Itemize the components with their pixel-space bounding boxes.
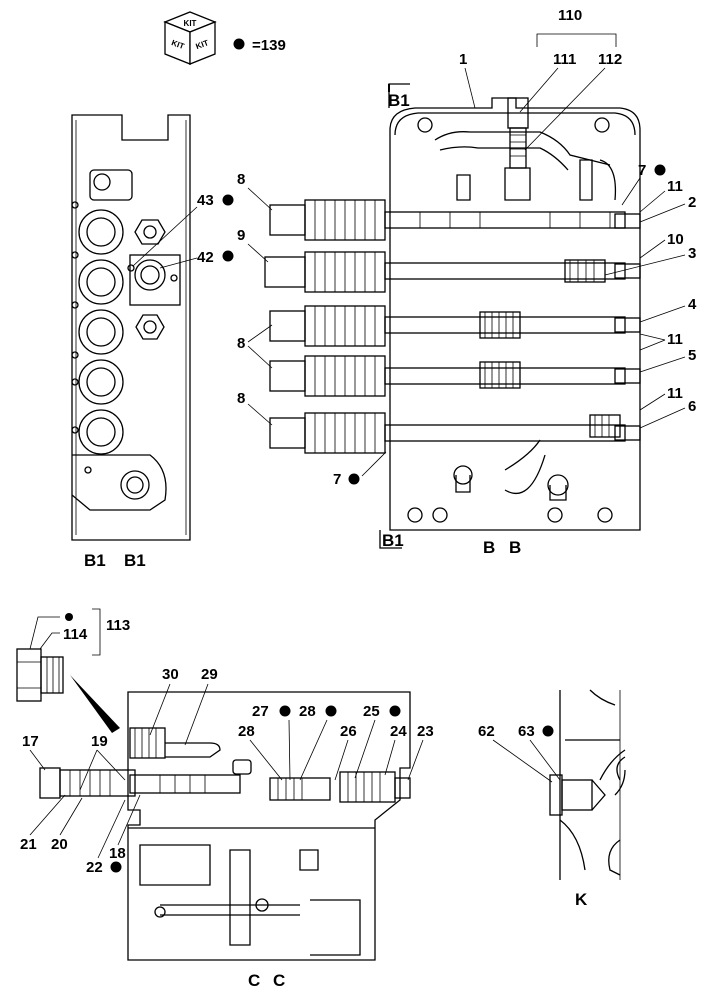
b-callout-1: 1 [459, 51, 467, 68]
b-callout-7-bottom-dot-icon [348, 473, 360, 485]
c-callout-19: 19 [91, 733, 108, 750]
b-callout-2: 2 [688, 194, 696, 211]
c-callout-113: 113 [106, 617, 130, 634]
c-callout-25-dot-icon [389, 705, 401, 717]
kit-dot-icon [233, 38, 245, 50]
b-spool-row-1 [269, 199, 641, 241]
b-callout-4: 4 [688, 296, 697, 313]
kit-icon: KIT KIT KIT [163, 11, 217, 65]
b-callout-3: 3 [688, 245, 696, 262]
b-callout-11-a: 11 [667, 178, 683, 195]
b-callout-11-b: 11 [667, 331, 683, 348]
view-b-label-left: B [483, 538, 495, 557]
view-c-drawing [39, 691, 411, 961]
view-c-label-left: C [248, 971, 260, 990]
c-callout-21: 21 [20, 836, 37, 853]
b-callout-111: 111 [553, 51, 576, 68]
c-callout-28-b: 28 [238, 723, 255, 740]
b1-callout-42-dot-icon [222, 250, 234, 262]
view-k-drawing [549, 689, 626, 880]
b-callout-7-top-dot-icon [654, 164, 666, 176]
c-callout-23: 23 [417, 723, 434, 740]
b1-callout-43: 43 [197, 192, 214, 209]
kit-icon-text-left: KIT [170, 38, 185, 51]
b-spool-row-4 [269, 355, 641, 397]
b-callout-11-c: 11 [667, 385, 683, 402]
kit-count-text: =139 [252, 37, 286, 54]
k-callout-63: 63 [518, 723, 535, 740]
view-k-label: K [575, 890, 588, 909]
b-spool-row-3 [269, 305, 641, 347]
c-callout-18: 18 [109, 845, 126, 862]
c-callout-25: 25 [363, 703, 380, 720]
view-b1-drawing [71, 114, 191, 541]
b1-callout-43-dot-icon [222, 194, 234, 206]
c-callout-20: 20 [51, 836, 68, 853]
b1-section-marker-bottom [379, 530, 402, 549]
b1-marker-bottom-label: B1 [382, 531, 404, 550]
b-callout-110: 110 [558, 7, 582, 24]
b-spool-row-2 [264, 251, 641, 293]
b-callout-10: 10 [667, 231, 684, 248]
b1-port-column [78, 209, 124, 455]
k-callout-62: 62 [478, 723, 495, 740]
c-callout-17: 17 [22, 733, 39, 750]
b-callout-8-a: 8 [237, 171, 245, 188]
c-callout-26: 26 [340, 723, 357, 740]
kit-icon-text-right: KIT [195, 38, 210, 51]
b-callout-7-top: 7 [638, 162, 646, 179]
plug-detail [16, 648, 120, 733]
view-b-drawing [264, 97, 641, 531]
b1-section-marker-top [388, 83, 410, 108]
b-spool-row-5 [269, 412, 641, 454]
c-callout-29: 29 [201, 666, 218, 683]
callout-113-dot-icon [65, 613, 73, 621]
k-callout-63-dot-icon [542, 725, 554, 737]
c-callout-28-a-dot-icon [325, 705, 337, 717]
b-callout-5: 5 [688, 347, 696, 364]
kit-icon-text-top: KIT [184, 19, 197, 28]
c-callout-114: 114 [63, 626, 88, 643]
c-callout-27-dot-icon [279, 705, 291, 717]
view-b1-label-right: B1 [124, 551, 146, 570]
b-callout-8-b: 8 [237, 335, 245, 352]
view-b-label-right: B [509, 538, 521, 557]
b-callout-7-bottom: 7 [333, 471, 341, 488]
c-callout-22: 22 [86, 859, 103, 876]
b1-marker-top-label: B1 [388, 91, 410, 110]
c-callout-24: 24 [390, 723, 407, 740]
c-callout-30: 30 [162, 666, 179, 683]
b1-callout-42: 42 [197, 249, 214, 266]
c-callout-27: 27 [252, 703, 269, 720]
c-callout-22-dot-icon [110, 861, 122, 873]
b-callout-6: 6 [688, 398, 696, 415]
b-callout-9: 9 [237, 227, 245, 244]
view-c-label-right: C [273, 971, 285, 990]
b-callout-8-c: 8 [237, 390, 245, 407]
b-callout-112: 112 [598, 51, 622, 68]
c-callout-28-a: 28 [299, 703, 316, 720]
view-b1-label-left: B1 [84, 551, 106, 570]
